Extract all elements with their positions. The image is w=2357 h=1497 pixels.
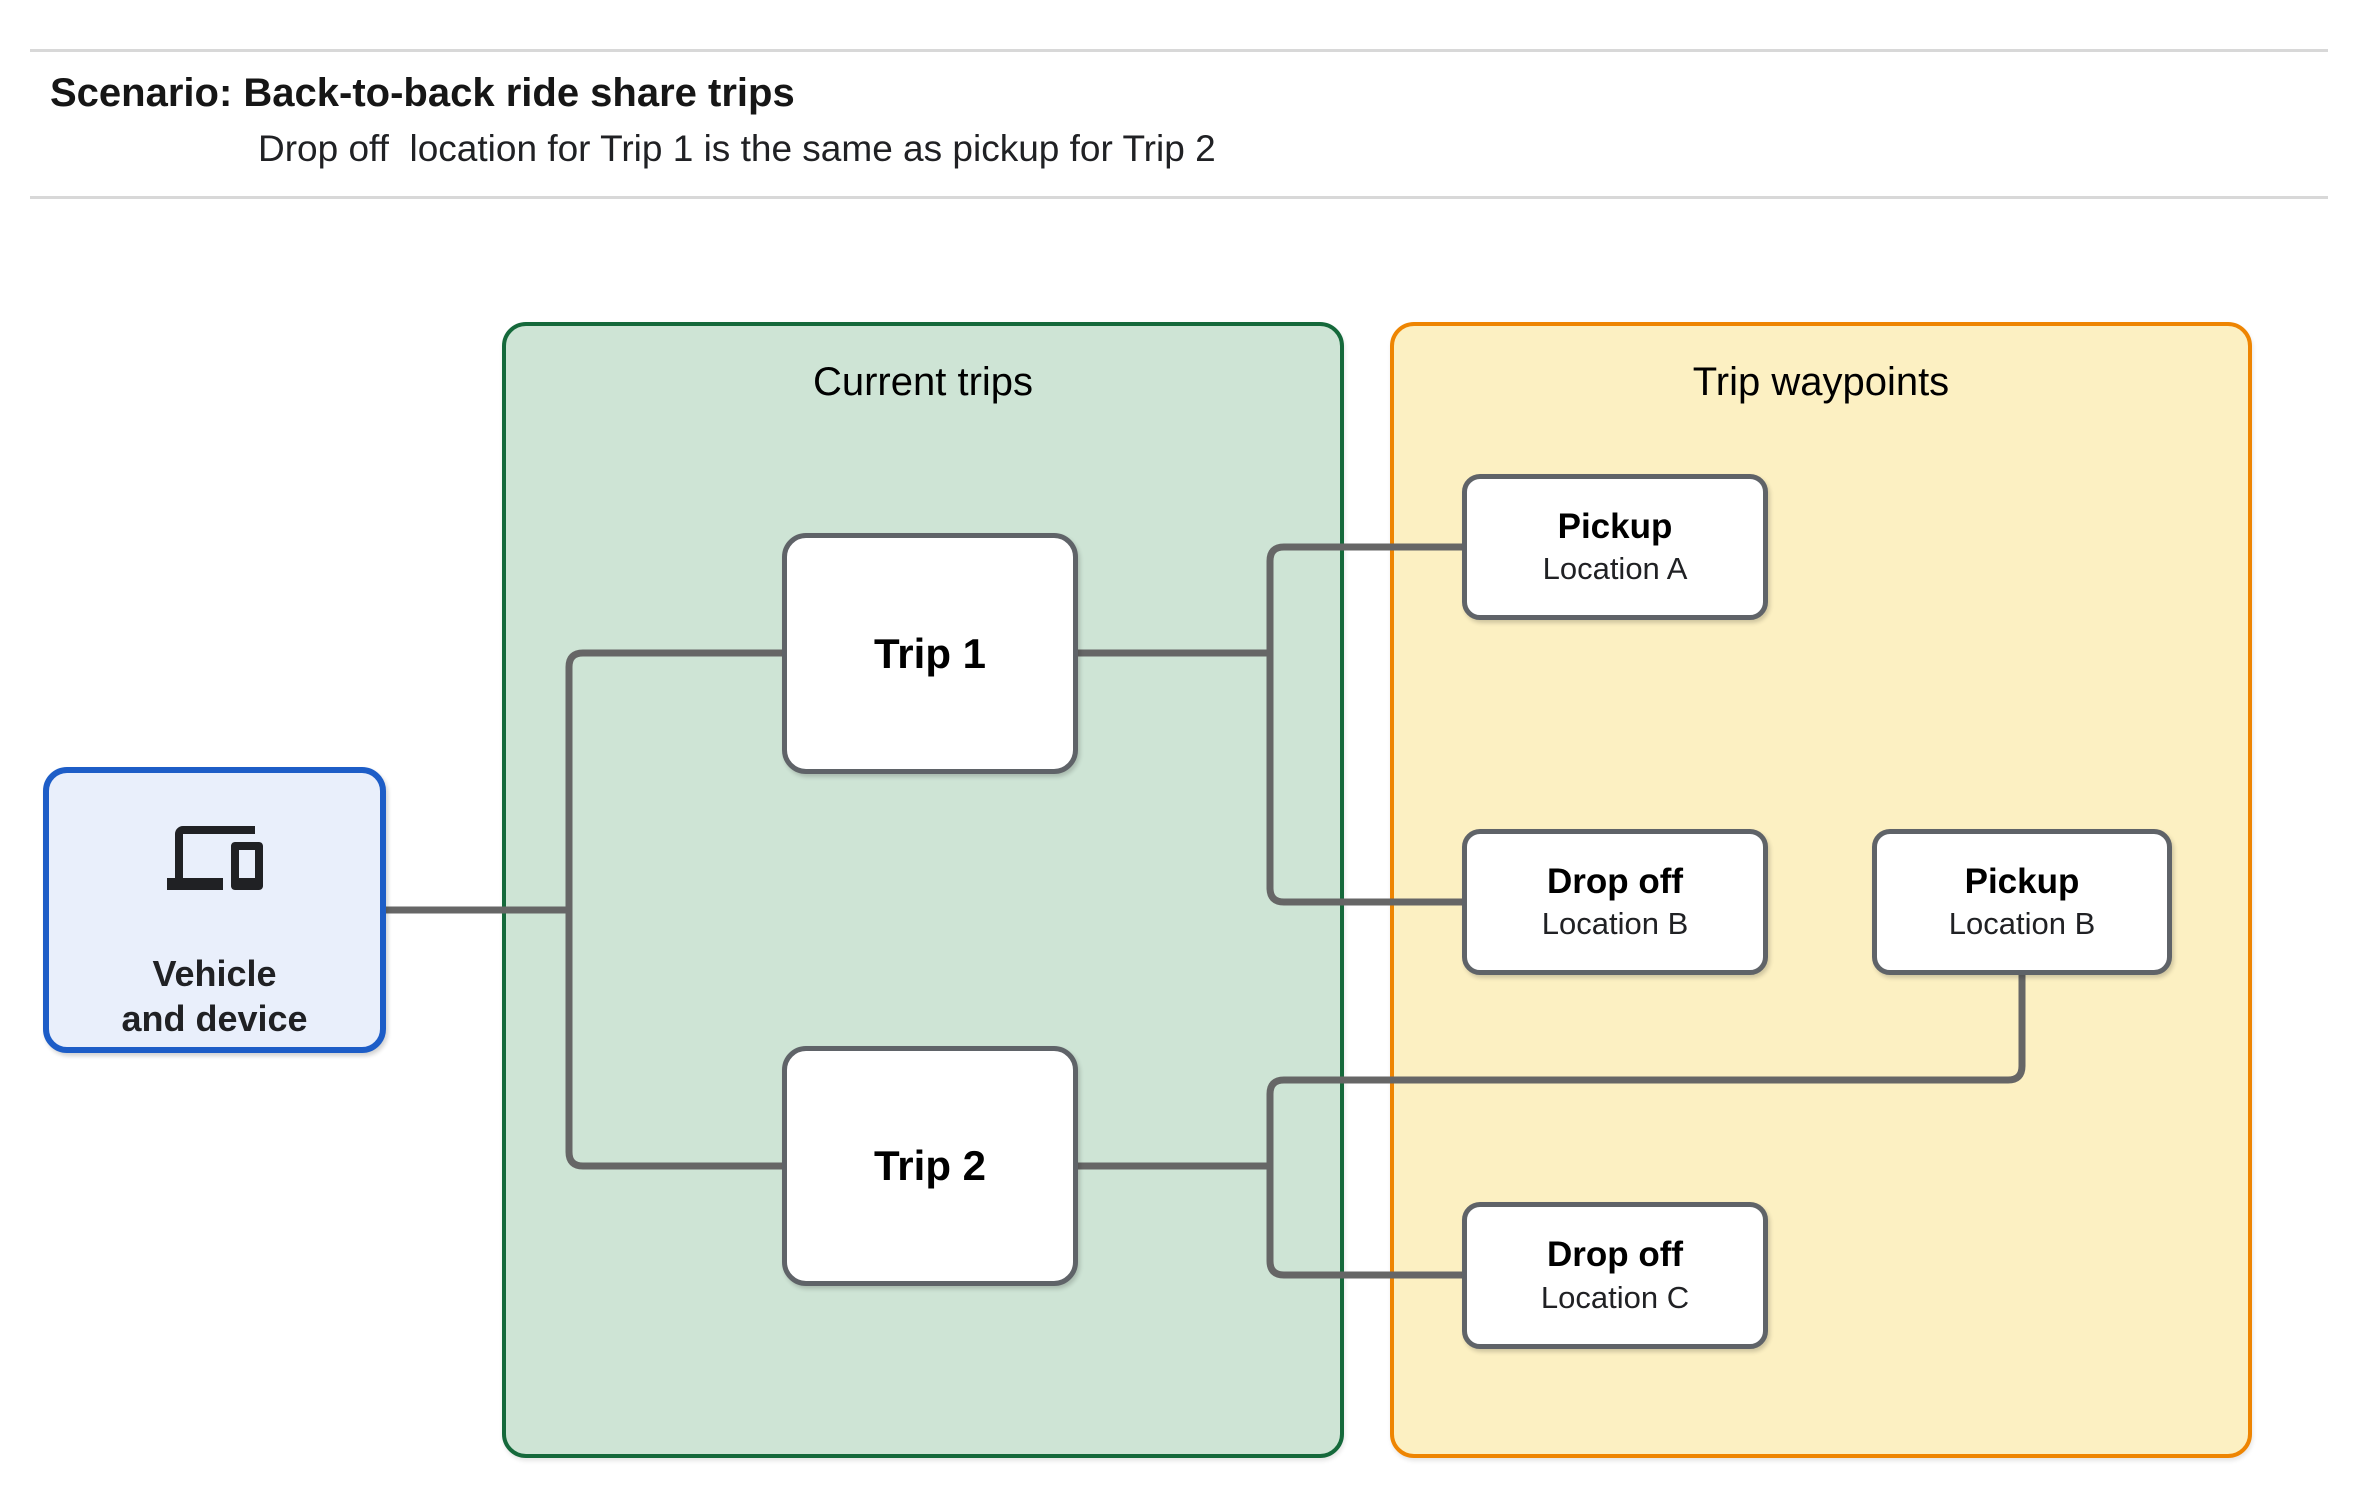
trip-2-node: Trip 2 (782, 1046, 1078, 1286)
waypoint-title: Drop off (1546, 861, 1684, 901)
vehicle-and-device-label: Vehicle and device (121, 951, 307, 1041)
waypoint-subtitle: Location C (1540, 1279, 1690, 1315)
waypoint-pickup-location-b: Pickup Location B (1872, 829, 2172, 975)
waypoint-title: Pickup (1964, 861, 2080, 901)
waypoint-pickup-location-a: Pickup Location A (1462, 474, 1768, 620)
vehicle-and-device-node: Vehicle and device (43, 767, 386, 1053)
trip-1-label: Trip 1 (873, 629, 987, 677)
waypoint-subtitle: Location B (1948, 906, 2096, 942)
page-title: Scenario: Back-to-back ride share trips (50, 71, 795, 115)
waypoint-dropoff-location-c: Drop off Location C (1462, 1202, 1768, 1349)
panel-current-trips: Current trips (502, 322, 1344, 1458)
devices-icon (166, 826, 263, 890)
panel-trip-waypoints-title: Trip waypoints (1692, 360, 1950, 404)
page-subtitle: Drop off location for Trip 1 is the same… (258, 128, 1216, 169)
trip-1-node: Trip 1 (782, 533, 1078, 774)
trip-2-label: Trip 2 (873, 1142, 987, 1189)
panel-current-trips-title: Current trips (812, 360, 1034, 404)
waypoint-subtitle: Location B (1541, 906, 1689, 942)
top-divider (30, 49, 2328, 52)
vehicle-label-line2: and device (121, 998, 308, 1039)
waypoint-title: Drop off (1546, 1235, 1684, 1275)
header-divider (30, 196, 2328, 199)
waypoint-subtitle: Location A (1542, 551, 1688, 587)
waypoint-dropoff-location-b: Drop off Location B (1462, 829, 1768, 975)
vehicle-label-line1: Vehicle (152, 953, 277, 994)
waypoint-title: Pickup (1557, 506, 1673, 546)
